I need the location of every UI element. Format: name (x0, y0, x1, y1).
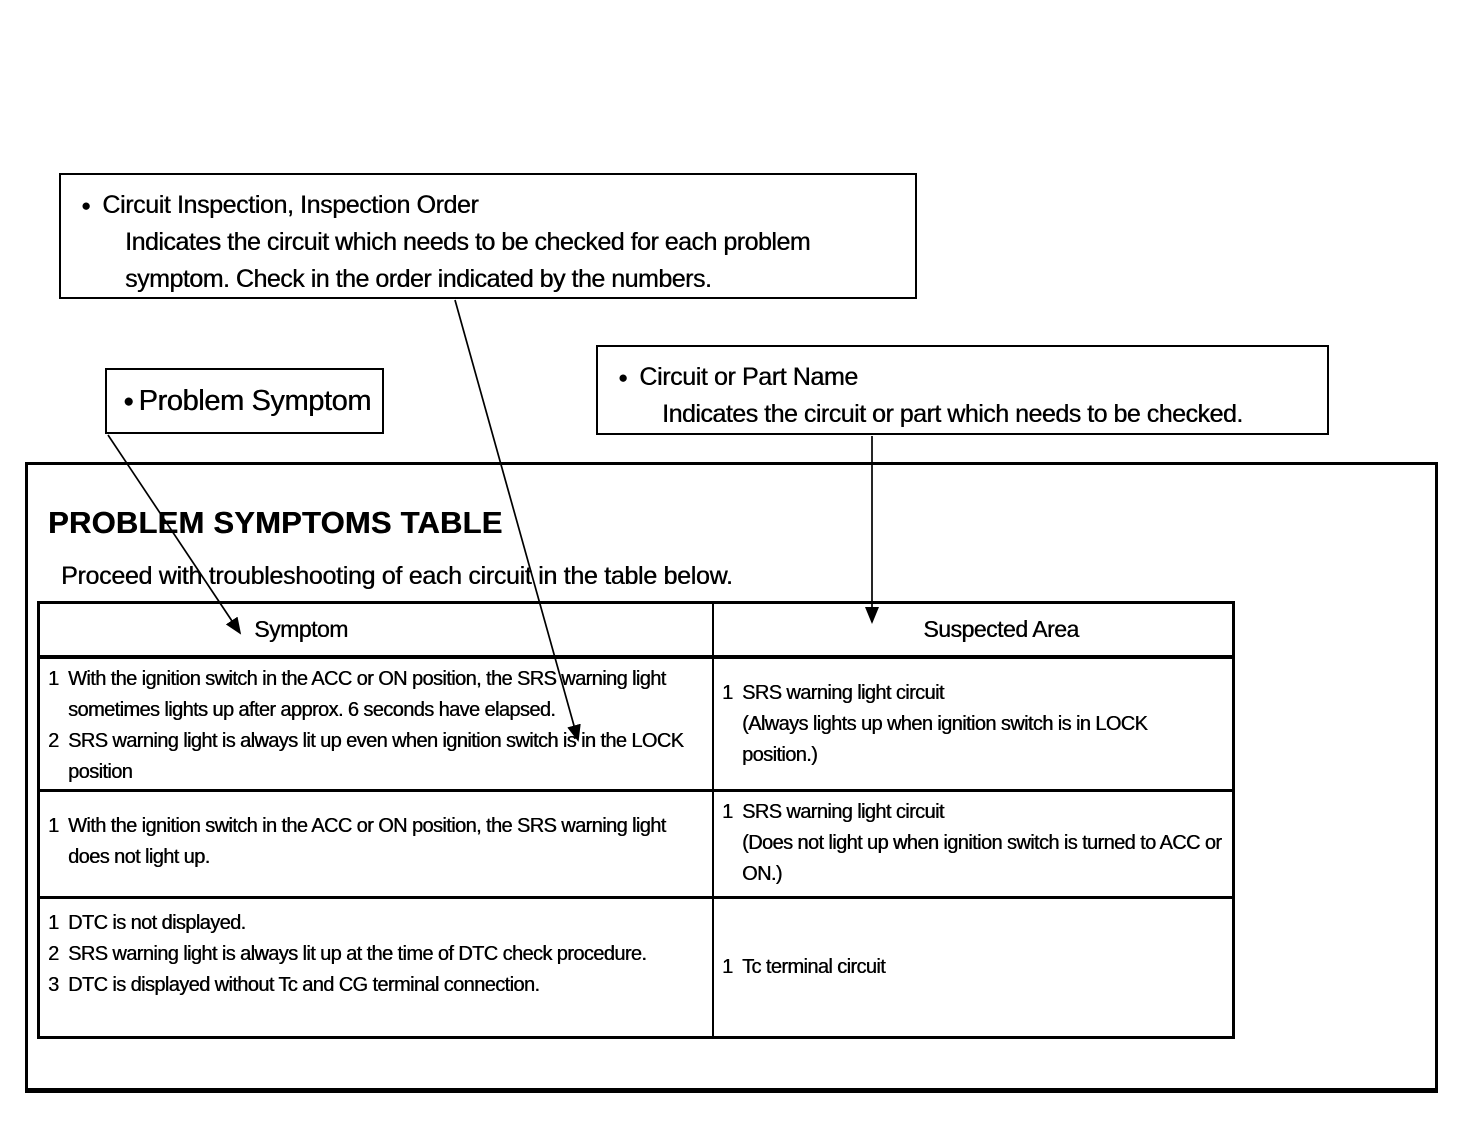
callout-circuit-or-part-name-title: Circuit or Part Name (639, 363, 858, 391)
suspected-circuit-note: (Does not light up when ignition switch … (742, 832, 1222, 885)
symptom-item: 1 With the ignition switch in the ACC or… (40, 664, 706, 726)
suspected-area-item: 1 SRS warning light circuit (Does not li… (714, 797, 1226, 890)
symptom-item: 1 DTC is not displayed. (40, 908, 706, 939)
table-row-2-symptom-cell: 1 With the ignition switch in the ACC or… (40, 792, 712, 899)
symptom-text: DTC is displayed without Tc and CG termi… (68, 974, 540, 996)
callout-circuit-or-part-name: ● Circuit or Part Name Indicates the cir… (596, 345, 1329, 435)
table-row-1-suspected-cell: 1 SRS warning light circuit (Always ligh… (712, 659, 1232, 792)
symptom-text: With the ignition switch in the ACC or O… (68, 815, 666, 868)
callout-problem-symptom-title: Problem Symptom (138, 384, 371, 417)
callout-problem-symptom: ● Problem Symptom (105, 368, 384, 434)
table-header-symptom: Symptom (40, 604, 712, 659)
table-header-suspected-area: Suspected Area (712, 604, 1232, 659)
suspected-circuit-name: SRS warning light circuit (742, 801, 944, 823)
symptom-item: 3 DTC is displayed without Tc and CG ter… (40, 970, 706, 1001)
callout-circuit-or-part-name-description: Indicates the circuit or part which need… (662, 400, 1243, 428)
suspected-number: 1 (722, 801, 733, 823)
problem-symptoms-table: Symptom Suspected Area 1 With the igniti… (37, 601, 1235, 1039)
suspected-circuit-note: (Always lights up when ignition switch i… (742, 713, 1148, 766)
suspected-area-item: 1 SRS warning light circuit (Always ligh… (714, 678, 1226, 771)
bullet-icon: ● (123, 390, 135, 412)
suspected-area-item: 1 Tc terminal circuit (714, 952, 1226, 983)
suspected-area-header-label: Suspected Area (923, 616, 1079, 642)
symptom-number: 1 (48, 912, 59, 934)
symptom-number: 2 (48, 943, 59, 965)
symptom-number: 1 (48, 815, 59, 837)
symptom-item: 2 SRS warning light is always lit up at … (40, 939, 706, 970)
table-row-2-suspected-cell: 1 SRS warning light circuit (Does not li… (712, 792, 1232, 899)
suspected-circuit-name: Tc terminal circuit (742, 956, 886, 978)
suspected-number: 1 (722, 682, 733, 704)
symptom-text: With the ignition switch in the ACC or O… (68, 668, 666, 721)
symptom-text: SRS warning light is always lit up even … (68, 730, 684, 783)
table-row-3-symptom-cell: 1 DTC is not displayed. 2 SRS warning li… (40, 899, 712, 1036)
content-panel: PROBLEM SYMPTOMS TABLE Proceed with trou… (25, 462, 1438, 1093)
symptom-text: DTC is not displayed. (68, 912, 246, 934)
table-row-3-suspected-cell: 1 Tc terminal circuit (712, 899, 1232, 1036)
callout-circuit-inspection-description: Indicates the circuit which needs to be … (125, 228, 811, 293)
callout-circuit-inspection-title: Circuit Inspection, Inspection Order (102, 191, 479, 219)
symptom-item: 1 With the ignition switch in the ACC or… (40, 811, 706, 873)
suspected-number: 1 (722, 956, 733, 978)
table-row-1-symptom-cell: 1 With the ignition switch in the ACC or… (40, 659, 712, 792)
callout-circuit-inspection: ● Circuit Inspection, Inspection Order I… (59, 173, 917, 299)
bullet-icon: ● (618, 368, 629, 387)
symptom-number: 1 (48, 668, 59, 690)
symptom-number: 3 (48, 974, 59, 996)
suspected-circuit-name: SRS warning light circuit (742, 682, 944, 704)
symptom-text: SRS warning light is always lit up at th… (68, 943, 647, 965)
page-title: PROBLEM SYMPTOMS TABLE (48, 505, 503, 540)
symptom-header-label: Symptom (254, 616, 348, 642)
symptom-item: 2 SRS warning light is always lit up eve… (40, 726, 706, 788)
page-subtitle: Proceed with troubleshooting of each cir… (61, 562, 733, 590)
bullet-icon: ● (81, 196, 92, 215)
symptom-number: 2 (48, 730, 59, 752)
